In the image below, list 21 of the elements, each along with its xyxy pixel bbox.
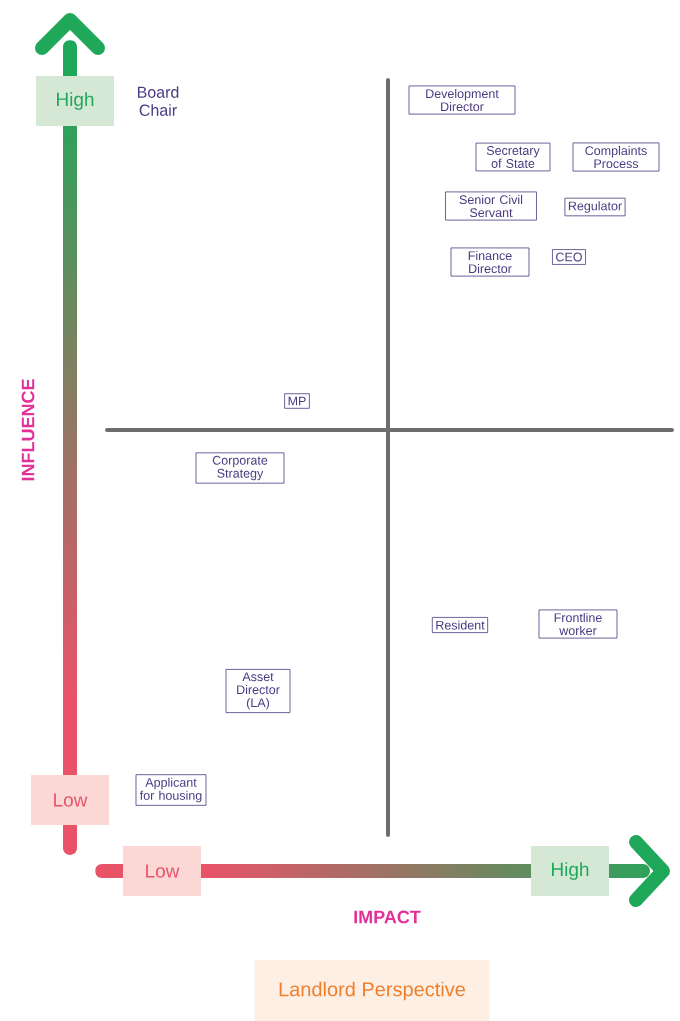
stakeholder-box: Corporate Strategy bbox=[195, 452, 285, 484]
stakeholder-box: Resident bbox=[431, 617, 489, 633]
scale-tag: High bbox=[36, 76, 114, 126]
axis-title: IMPACT bbox=[354, 910, 421, 924]
stakeholder-box: Frontline worker bbox=[538, 609, 618, 639]
stakeholder-box: Applicant for housing bbox=[135, 774, 207, 806]
stakeholder-box: CEO bbox=[552, 249, 586, 265]
scale-tag: Low bbox=[31, 775, 109, 825]
stakeholder-box: MP bbox=[284, 393, 310, 409]
stakeholder-box: Development Director bbox=[408, 85, 516, 115]
stakeholder-box: Regulator bbox=[564, 197, 626, 217]
stakeholder-box: Senior Civil Servant bbox=[445, 191, 537, 221]
axis-title: INFLUENCE bbox=[21, 379, 35, 481]
stakeholder-box: Finance Director bbox=[450, 247, 530, 277]
perspective-banner: Landlord Perspective bbox=[254, 960, 490, 1021]
stakeholder-box: Secretary of State bbox=[475, 142, 551, 172]
stakeholder-box: Complaints Process bbox=[572, 142, 660, 172]
role-label: Board Chair bbox=[137, 86, 179, 116]
scale-tag: Low bbox=[123, 846, 201, 896]
stakeholder-box: Asset Director (LA) bbox=[225, 669, 291, 713]
scale-tag: High bbox=[531, 846, 609, 896]
